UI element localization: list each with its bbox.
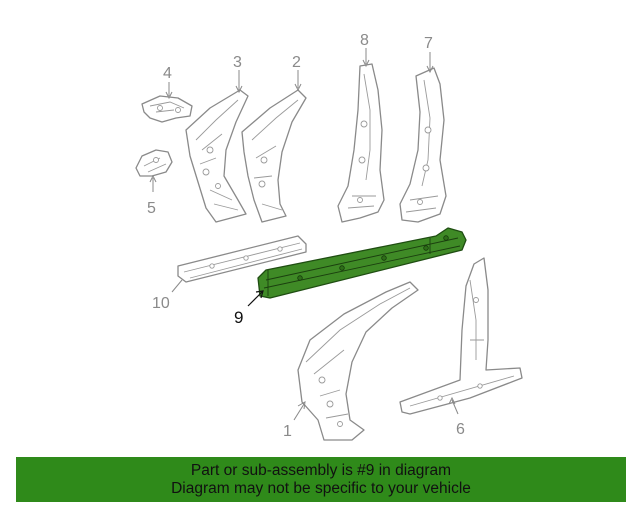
part-9-rocker-panel: 9: [234, 227, 467, 327]
callout-3: 3: [233, 54, 242, 71]
part-9-shape: [257, 227, 467, 299]
callout-2: 2: [292, 54, 301, 71]
part-7-pillar: 7: [399, 35, 447, 223]
banner-line-1: Part or sub-assembly is #9 in diagram: [190, 462, 452, 479]
part-3-pillar: 3: [185, 54, 249, 223]
callout-4: 4: [163, 65, 172, 82]
part-2-pillar: 2: [241, 54, 307, 223]
part-10-rocker-inner: 10: [152, 235, 307, 312]
info-banner: Part or sub-assembly is #9 in diagram Di…: [16, 457, 626, 502]
callout-7: 7: [424, 35, 433, 52]
part-5-bracket: 5: [135, 149, 173, 217]
part-8-pillar: 8: [337, 32, 385, 223]
part-1-pillar-assembly: 1: [283, 281, 419, 441]
callout-1: 1: [283, 423, 292, 440]
callout-6: 6: [456, 421, 465, 438]
part-4-bracket: 4: [141, 65, 193, 123]
callout-8: 8: [360, 32, 369, 49]
callout-10: 10: [152, 295, 170, 312]
callout-9: 9: [234, 308, 243, 327]
part-6-side-member: 6: [399, 257, 523, 438]
callout-5: 5: [147, 200, 156, 217]
banner-line-2: Diagram may not be specific to your vehi…: [171, 480, 471, 497]
